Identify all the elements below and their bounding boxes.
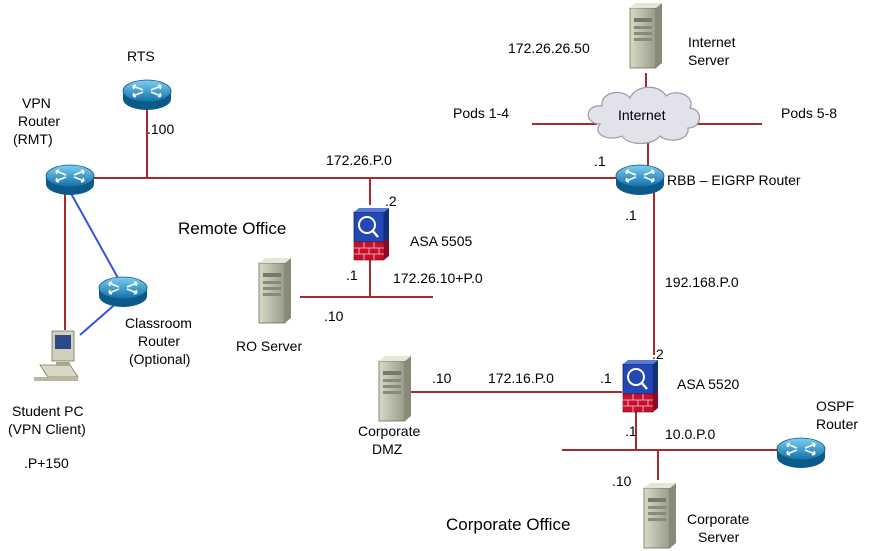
transit-network-label: 192.168.P.0 xyxy=(665,274,739,290)
rts-router-icon[interactable] xyxy=(122,79,172,111)
asa-5520-firewall-icon[interactable] xyxy=(621,358,660,414)
asa5505-host-addr-2: .2 xyxy=(385,193,397,209)
ospf-router-label-1: OSPF xyxy=(816,398,854,414)
vpn-router-label-3: (RMT) xyxy=(13,131,53,147)
asa-5505-label: ASA 5505 xyxy=(410,233,472,249)
corp-server-host-addr: .10 xyxy=(612,473,632,489)
vpn-router-label-2: Router xyxy=(18,113,60,129)
vpn-link-rmt-classroom xyxy=(67,187,119,279)
asa5520-host-addr-1a: .1 xyxy=(600,370,612,386)
pods-left-label: Pods 1-4 xyxy=(453,105,509,121)
internet-cloud-icon xyxy=(587,86,701,145)
asa5505-host-addr-1: .1 xyxy=(346,267,358,283)
dmz-network-label: 172.16.P.0 xyxy=(488,370,554,386)
internet-label: Internet xyxy=(618,107,666,123)
rts-host-addr: .100 xyxy=(147,121,174,137)
classroom-router-label-2: Router xyxy=(138,333,180,349)
student-pc-icon[interactable] xyxy=(34,330,79,381)
student-pc-label-1: Student PC xyxy=(12,403,84,419)
ospf-router-icon[interactable] xyxy=(776,437,826,469)
corporate-server-label-1: Corporate xyxy=(687,511,749,527)
student-pc-label-2: (VPN Client) xyxy=(8,421,86,437)
asa-5505-firewall-icon[interactable] xyxy=(352,206,391,262)
asa-5520-label: ASA 5520 xyxy=(677,376,739,392)
rbb-router-label: RBB – EIGRP Router xyxy=(667,172,801,188)
remote-office-label: Remote Office xyxy=(178,219,286,238)
corporate-server-label-2: Server xyxy=(698,529,740,545)
dmz-host-addr: .10 xyxy=(432,370,452,386)
ro-server-icon[interactable] xyxy=(258,257,292,324)
asa5520-host-addr-2: .2 xyxy=(652,346,664,362)
rbb-router-icon[interactable] xyxy=(615,164,665,196)
corporate-dmz-label-1: Corporate xyxy=(358,423,420,439)
pods-right-label: Pods 5-8 xyxy=(781,105,837,121)
internet-server-ip: 172.26.26.50 xyxy=(508,40,590,56)
ro-server-label: RO Server xyxy=(236,338,302,354)
internet-server-icon[interactable] xyxy=(629,2,663,69)
links xyxy=(64,73,780,480)
vpn-router-label-1: VPN xyxy=(22,95,51,111)
rbb-host-addr-b: .1 xyxy=(625,207,637,223)
classroom-router-label-3: (Optional) xyxy=(129,351,190,367)
network-main-label: 172.26.P.0 xyxy=(326,152,392,168)
ospf-router-label-2: Router xyxy=(816,416,858,432)
remote-lan-label: 172.26.10+P.0 xyxy=(393,270,483,286)
vpn-router-icon[interactable] xyxy=(45,164,95,196)
internet-server-label-1: Internet xyxy=(688,34,736,50)
classroom-router-label-1: Classroom xyxy=(125,315,192,331)
corporate-office-label: Corporate Office xyxy=(446,515,570,534)
student-pc-addr: .P+150 xyxy=(24,455,69,471)
asa5520-host-addr-1b: .1 xyxy=(625,423,637,439)
corporate-server-icon[interactable] xyxy=(643,482,677,549)
rts-label: RTS xyxy=(127,48,155,64)
inside-network-label: 10.0.P.0 xyxy=(665,426,716,442)
corporate-dmz-server-icon[interactable] xyxy=(378,355,412,422)
rbb-host-addr-a: .1 xyxy=(594,153,606,169)
ro-server-host-addr: .10 xyxy=(324,308,344,324)
classroom-router-icon[interactable] xyxy=(98,276,148,308)
corporate-dmz-label-2: DMZ xyxy=(372,441,403,457)
internet-server-label-2: Server xyxy=(688,52,730,68)
